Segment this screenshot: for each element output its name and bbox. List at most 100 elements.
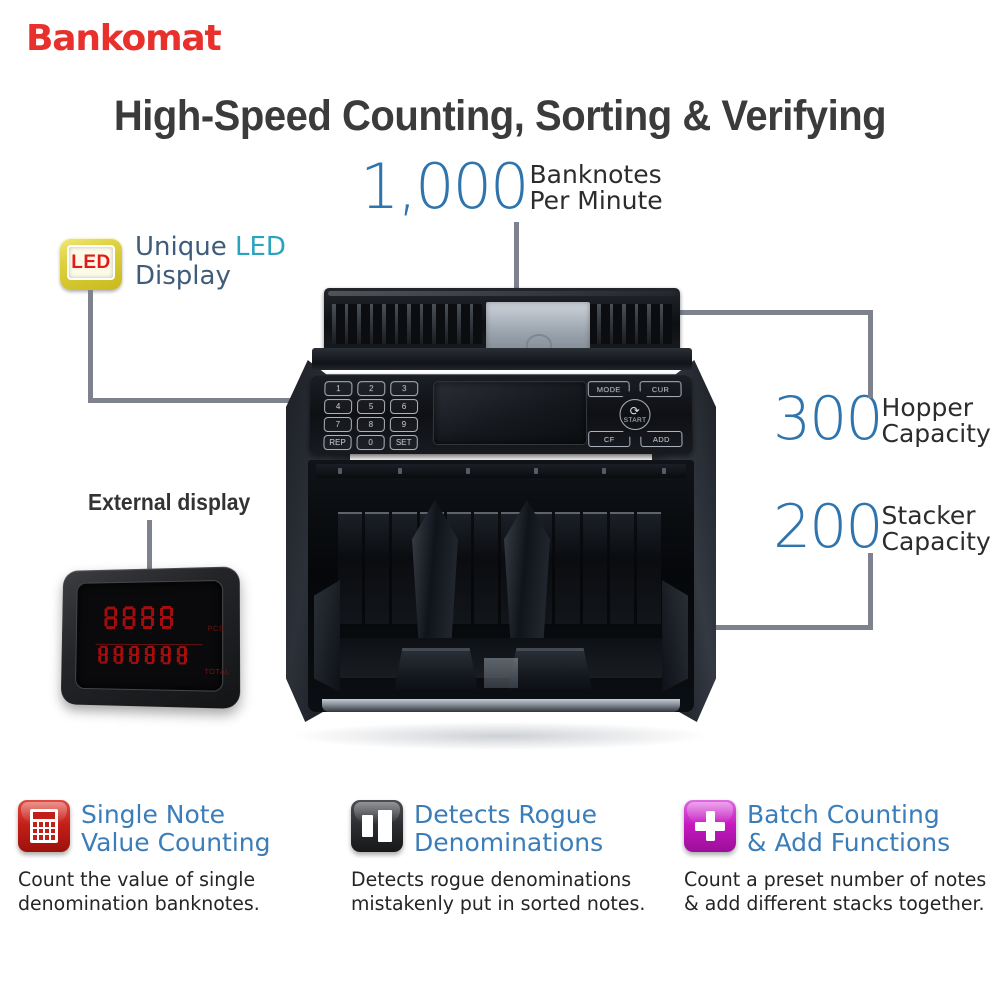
calculator-icon — [18, 800, 70, 852]
key-0[interactable]: 0 — [356, 434, 385, 451]
feature-desc-line2: mistakenly put in sorted notes. — [351, 891, 646, 915]
callout-led-label: Unique LED Display — [135, 232, 286, 292]
connector-led-vline — [88, 290, 93, 402]
two-bars-glyph — [362, 810, 392, 842]
start-button[interactable]: ⟳ START — [619, 399, 651, 430]
numeric-keypad[interactable]: 1 2 3 4 5 6 7 8 9 REP 0 SET — [323, 381, 422, 453]
feature-title-line2: Value Counting — [81, 828, 271, 857]
feature-description: Count a preset number of notes & add dif… — [684, 868, 990, 916]
connector-hopper-vline — [868, 310, 873, 398]
feature-title-line1: Detects Rogue — [414, 800, 597, 829]
feature-list: Single Note Value Counting Count the val… — [0, 800, 1000, 916]
feature-title: Detects Rogue Denominations — [414, 800, 603, 857]
feature-header: Batch Counting & Add Functions — [684, 800, 999, 857]
keypad-row: 1 2 3 — [324, 381, 422, 397]
clear-function-button[interactable]: CF — [588, 431, 630, 447]
refresh-icon: ⟳ — [629, 403, 641, 418]
brand-logo: Bankomat — [26, 18, 222, 59]
key-3[interactable]: 3 — [390, 381, 419, 397]
callout-external-display-label: External display — [88, 489, 251, 515]
brand-name: Bankomat — [26, 18, 222, 59]
callout-hopper-number: 300 — [773, 384, 884, 454]
external-display-device: PCS TOTAL — [58, 566, 241, 709]
feature-card-batch-counting: Batch Counting & Add Functions Count a p… — [666, 800, 999, 916]
callout-stacker-label: Stacker Capacity — [882, 500, 991, 554]
external-display-screen: PCS TOTAL — [75, 580, 230, 691]
key-7[interactable]: 7 — [323, 416, 352, 432]
key-set[interactable]: SET — [389, 434, 418, 451]
feature-card-rogue-denominations: Detects Rogue Denominations Detects rogu… — [333, 800, 666, 916]
stacker-top-bar — [316, 464, 686, 478]
feature-title: Single Note Value Counting — [81, 800, 271, 857]
external-display-bottom-unit: TOTAL — [204, 668, 230, 677]
hopper-feed-lip — [312, 348, 692, 370]
feature-desc-line1: Count a preset number of notes — [684, 868, 987, 891]
external-display-bottom-digits — [97, 645, 188, 665]
feature-title-line2: Denominations — [414, 828, 604, 857]
machine-shadow — [296, 722, 706, 750]
key-2[interactable]: 2 — [357, 381, 386, 397]
connector-led-hline — [88, 398, 350, 403]
feature-desc-line1: Detects rogue denominations — [351, 868, 632, 891]
calculator-glyph — [30, 809, 58, 843]
callout-hopper-label: Hopper Capacity — [882, 392, 991, 446]
calculator-keys — [33, 822, 55, 840]
callout-speed: 1,000 Banknotes Per Minute — [360, 150, 663, 223]
stacker-compartment — [308, 460, 694, 712]
key-4[interactable]: 4 — [324, 399, 353, 414]
led-display-icon: LED — [60, 238, 122, 290]
stacker-fins — [338, 512, 664, 624]
start-button-label: START — [623, 416, 647, 424]
function-buttons: MODE CUR ⟳ START CF ADD — [588, 381, 683, 447]
add-button[interactable]: ADD — [640, 431, 682, 447]
connector-speed-line — [514, 222, 519, 310]
callout-hopper-label-line1: Hopper — [881, 393, 974, 422]
key-1[interactable]: 1 — [324, 381, 353, 397]
callout-speed-label-line2: Per Minute — [529, 185, 663, 215]
machine-base-strip — [322, 699, 680, 712]
key-rep[interactable]: REP — [323, 434, 352, 451]
feature-header: Detects Rogue Denominations — [351, 800, 666, 857]
bar-large — [378, 810, 392, 842]
feature-header: Single Note Value Counting — [18, 800, 333, 857]
feature-title-line1: Batch Counting — [747, 800, 940, 829]
feature-desc-line2: denomination banknotes. — [18, 891, 260, 915]
key-8[interactable]: 8 — [356, 416, 385, 432]
banknote-counter-machine: 1 2 3 4 5 6 7 8 9 REP 0 SET — [286, 282, 716, 752]
keypad-row: 4 5 6 — [324, 399, 422, 414]
key-9[interactable]: 9 — [389, 416, 418, 432]
key-6[interactable]: 6 — [390, 399, 419, 414]
stacker-center-tab — [484, 658, 518, 688]
plus-glyph — [695, 811, 725, 841]
feature-desc-line1: Count the value of single — [18, 868, 256, 891]
key-5[interactable]: 5 — [357, 399, 386, 414]
connector-stacker-hline — [630, 625, 873, 630]
mode-button[interactable]: MODE — [588, 381, 630, 397]
callout-led-word3: Display — [135, 261, 231, 292]
callout-speed-number: 1,000 — [360, 150, 529, 223]
led-icon-inner: LED — [67, 245, 115, 280]
control-panel[interactable]: 1 2 3 4 5 6 7 8 9 REP 0 SET — [309, 374, 693, 455]
callout-led-word1: Unique — [135, 232, 227, 262]
callout-speed-label-line1: Banknotes — [529, 160, 662, 189]
keypad-row: REP 0 SET — [323, 434, 421, 451]
stacker-corner-right — [662, 580, 688, 692]
callout-speed-label: Banknotes Per Minute — [528, 158, 663, 213]
connector-hopper-hline — [630, 310, 873, 315]
external-display-top-unit: PCS — [207, 625, 225, 633]
callout-stacker-label-line1: Stacker — [881, 501, 976, 530]
callout-led-word2: LED — [234, 232, 286, 262]
callout-stacker-number: 200 — [773, 492, 884, 562]
lcd-screen — [433, 382, 587, 445]
currency-button[interactable]: CUR — [640, 381, 682, 397]
hopper-tray — [324, 288, 680, 358]
calculator-screen — [33, 812, 55, 819]
feature-title: Batch Counting & Add Functions — [747, 800, 950, 857]
plus-vertical-bar — [705, 811, 715, 841]
stacker-bucket-right — [508, 648, 592, 690]
feature-title-line2: & Add Functions — [747, 828, 951, 857]
led-icon-text: LED — [71, 251, 111, 273]
callout-stacker: 200 Stacker Capacity — [773, 492, 991, 562]
feature-title-line1: Single Note — [81, 800, 225, 829]
